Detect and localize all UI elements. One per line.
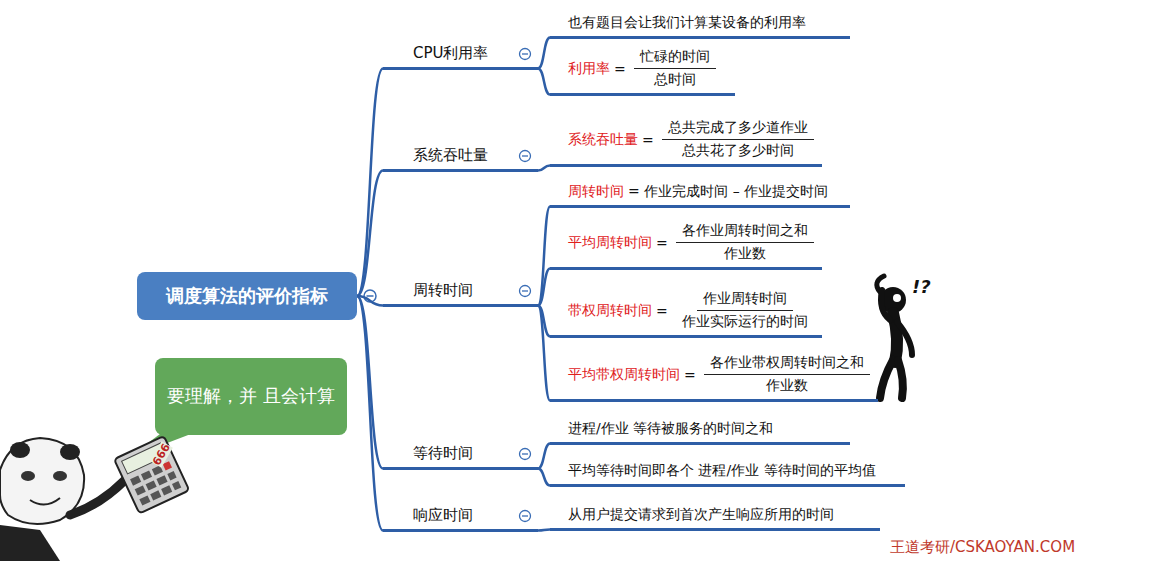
branch-topic: CPU利用率 bbox=[383, 44, 538, 70]
numerator: 总共完成了多少道作业 bbox=[662, 119, 814, 140]
branch-topic: 周转时间 bbox=[383, 281, 538, 307]
collapse-marker bbox=[518, 447, 532, 461]
branch-topic: 响应时间 bbox=[383, 506, 538, 532]
sub-topic: 平均等待时间即各个 进程/作业 等待时间的平均值 bbox=[550, 460, 905, 487]
denominator: 作业数 bbox=[760, 375, 814, 395]
denominator: 作业实际运行的时间 bbox=[676, 311, 814, 331]
equals-sign: = bbox=[614, 61, 626, 77]
denominator: 总时间 bbox=[648, 69, 702, 89]
numerator: 各作业带权周转时间之和 bbox=[704, 354, 870, 375]
sub-topic: 也有题目会让我们计算某设备的利用率 bbox=[550, 12, 850, 39]
branch-connector bbox=[538, 166, 550, 171]
exclamation-mark: !? bbox=[912, 276, 931, 297]
branch-connector bbox=[538, 207, 550, 306]
branch-connector bbox=[538, 530, 550, 531]
branch-topic: 等待时间 bbox=[383, 444, 538, 470]
formula-name: 周转时间 bbox=[568, 183, 624, 201]
branch-connector bbox=[538, 469, 550, 486]
equals-sign: = bbox=[642, 132, 654, 148]
sub-topic: 利用率= 忙碌的时间总时间 bbox=[550, 46, 735, 96]
fraction: 作业周转时间作业实际运行的时间 bbox=[676, 290, 814, 331]
topic-text: 周转时间 bbox=[413, 281, 473, 299]
sub-topic: 平均带权周转时间= 各作业带权周转时间之和作业数 bbox=[550, 352, 878, 402]
equals-sign: = bbox=[684, 367, 696, 383]
branch-connector bbox=[357, 296, 383, 469]
formula-name: 平均周转时间 bbox=[568, 234, 652, 252]
branch-connector bbox=[357, 296, 383, 531]
sub-topic: 周转时间= 作业完成时间 – 作业提交时间 bbox=[550, 181, 850, 208]
topic-text: 平均等待时间即各个 进程/作业 等待时间的平均值 bbox=[568, 462, 876, 480]
topic-text: 系统吞吐量 bbox=[413, 146, 488, 164]
collapse-marker bbox=[367, 295, 374, 297]
panda-figure bbox=[0, 436, 189, 561]
sub-topic: 系统吞吐量= 总共完成了多少道作业总共花了多少时间 bbox=[550, 117, 822, 167]
topic-text: 调度算法的评价指标 bbox=[166, 284, 328, 308]
watermark: 王道考研/CSKAOYAN.COM bbox=[890, 538, 1075, 557]
branch-connector bbox=[357, 171, 383, 297]
formula-name: 平均带权周转时间 bbox=[568, 366, 680, 384]
collapse-marker bbox=[518, 47, 532, 61]
root-topic: 调度算法的评价指标 bbox=[137, 272, 357, 320]
topic-text: 等待时间 bbox=[413, 444, 473, 462]
topic-text: 也有题目会让我们计算某设备的利用率 bbox=[568, 14, 806, 32]
topic-text: 从用户提交请求到首次产生响应所用的时间 bbox=[568, 506, 834, 524]
bubble-text: 要理解，并 且会计算 bbox=[167, 384, 335, 408]
branch-connector bbox=[357, 69, 383, 297]
fraction: 各作业周转时间之和作业数 bbox=[676, 222, 814, 263]
numerator: 各作业周转时间之和 bbox=[676, 222, 814, 243]
topic-text: CPU利用率 bbox=[413, 44, 489, 62]
equals-sign: = bbox=[656, 303, 668, 319]
branch-connector bbox=[538, 306, 550, 401]
formula-name: 系统吞吐量 bbox=[568, 131, 638, 149]
collapse-marker bbox=[518, 284, 532, 298]
branch-connector bbox=[538, 38, 550, 69]
branch-topic: 系统吞吐量 bbox=[383, 146, 538, 172]
puzzled-man bbox=[877, 276, 912, 398]
branch-connector bbox=[538, 69, 550, 95]
collapse-marker bbox=[518, 149, 532, 163]
fraction: 总共完成了多少道作业总共花了多少时间 bbox=[662, 119, 814, 160]
formula-name: 带权周转时间 bbox=[568, 302, 652, 320]
fraction: 忙碌的时间总时间 bbox=[634, 48, 716, 89]
formula-name: 利用率 bbox=[568, 60, 610, 78]
sub-topic: 带权周转时间= 作业周转时间作业实际运行的时间 bbox=[550, 288, 822, 338]
fraction: 各作业带权周转时间之和作业数 bbox=[704, 354, 870, 395]
formula-body: = 作业完成时间 – 作业提交时间 bbox=[628, 183, 828, 201]
denominator: 作业数 bbox=[718, 243, 772, 263]
sub-topic: 平均周转时间= 各作业周转时间之和作业数 bbox=[550, 220, 822, 270]
sub-topic: 进程/作业 等待被服务的时间之和 bbox=[550, 418, 850, 445]
denominator: 总共花了多少时间 bbox=[676, 140, 800, 160]
topic-text: 响应时间 bbox=[413, 506, 473, 524]
branch-connector bbox=[538, 269, 550, 306]
numerator: 忙碌的时间 bbox=[634, 48, 716, 69]
branch-connector bbox=[538, 444, 550, 469]
speech-bubble: 要理解，并 且会计算 bbox=[155, 358, 347, 435]
numerator: 作业周转时间 bbox=[697, 290, 793, 311]
sub-topic: 从用户提交请求到首次产生响应所用的时间 bbox=[550, 504, 880, 531]
topic-text: 进程/作业 等待被服务的时间之和 bbox=[568, 420, 773, 438]
equals-sign: = bbox=[656, 235, 668, 251]
collapse-marker bbox=[518, 509, 532, 523]
